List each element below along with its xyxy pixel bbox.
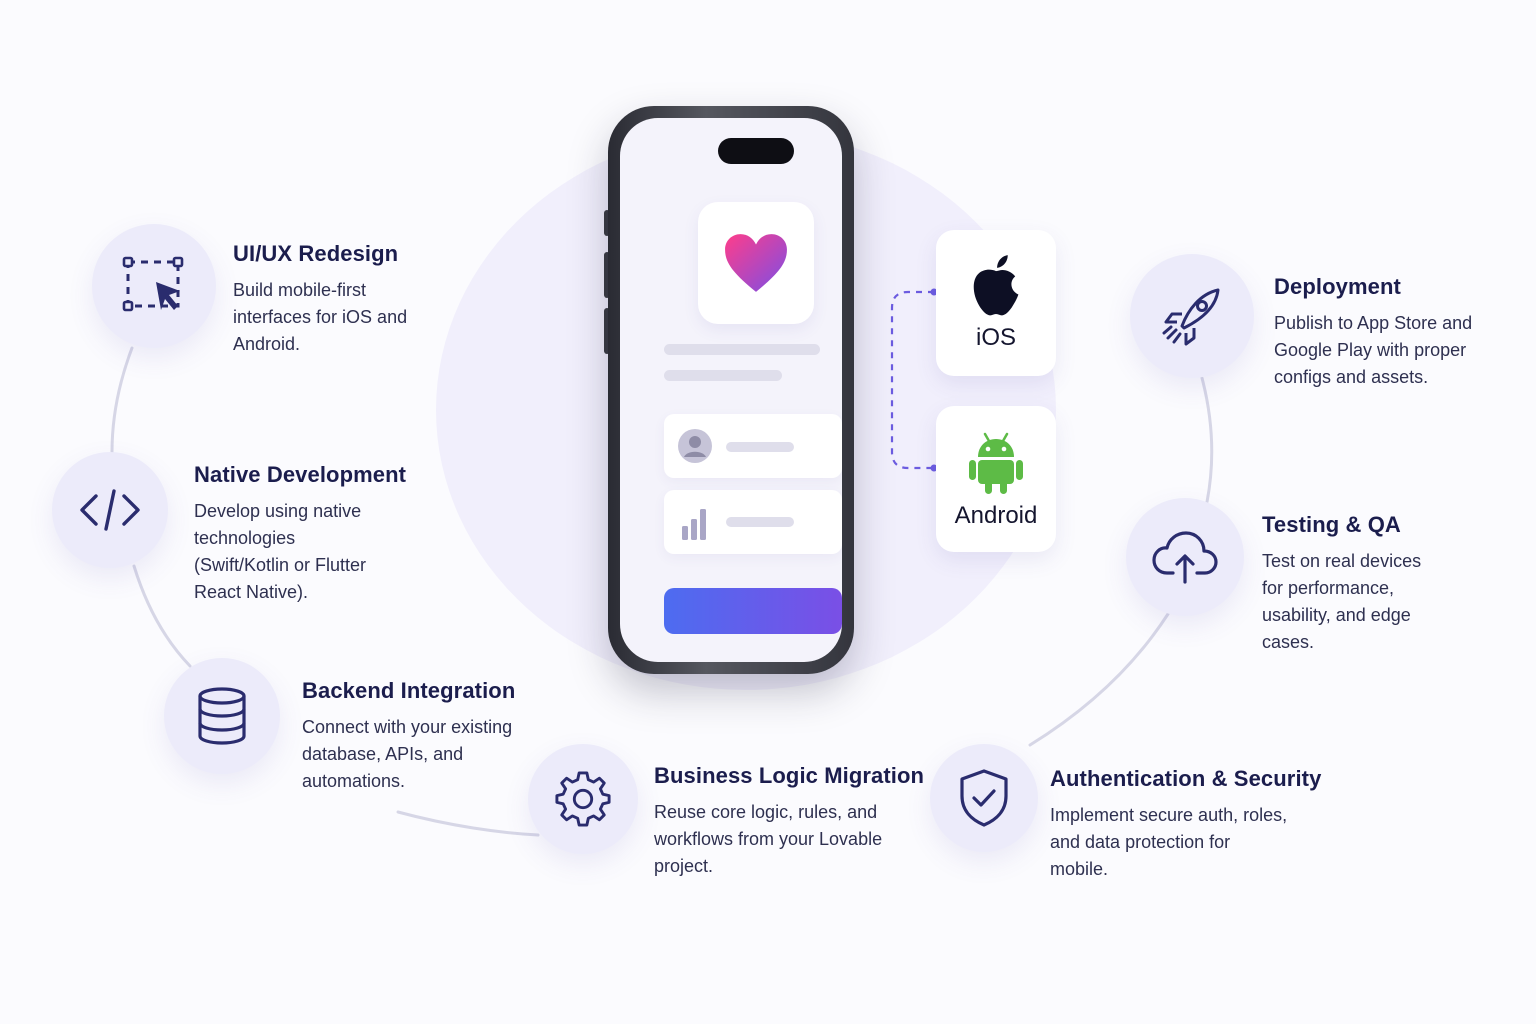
feature-title: Testing & QA [1262, 512, 1401, 537]
placeholder-line [726, 442, 794, 452]
placeholder-line [664, 344, 820, 355]
code-icon [80, 489, 140, 531]
feature-description: Test on real devices for performance, us… [1262, 551, 1422, 652]
gear-icon [555, 771, 611, 827]
platform-label: iOS [975, 324, 1016, 351]
shield-check-icon [960, 769, 1008, 827]
selection-cursor-icon [122, 256, 184, 312]
feature-title: Backend Integration [302, 678, 516, 703]
feature-testing: Testing & QA Test on real devices for pe… [1262, 512, 1482, 656]
feature-description: Implement secure auth, roles, and data p… [1050, 805, 1288, 879]
phone-screen [620, 118, 842, 662]
deployment-icon-circle [1130, 254, 1254, 378]
heart-icon [725, 234, 787, 292]
phone-side-button [604, 308, 610, 354]
cloud-upload-icon [1152, 531, 1218, 584]
feature-description: Develop using native technologies (Swift… [194, 501, 367, 602]
dynamic-island [718, 138, 794, 164]
user-avatar-icon [678, 429, 712, 463]
placeholder-line [726, 517, 794, 527]
platform-label: Android [954, 502, 1038, 529]
feature-description: Publish to App Store and Google Play wit… [1274, 313, 1473, 387]
phone-side-button [604, 210, 610, 236]
testing-icon-circle [1126, 498, 1244, 616]
feature-deployment: Deployment Publish to App Store and Goog… [1274, 274, 1494, 391]
platform-card-ios: iOS [936, 230, 1056, 376]
list-item [664, 414, 842, 478]
feature-title: Authentication & Security [1050, 766, 1322, 791]
feature-description: Build mobile-first interfaces for iOS an… [233, 280, 408, 354]
feature-ui-ux: UI/UX Redesign Build mobile-first interf… [233, 241, 473, 358]
native-icon-circle [52, 452, 168, 568]
feature-description: Reuse core logic, rules, and workflows f… [654, 802, 883, 876]
bar-chart-icon [682, 509, 706, 540]
android-icon [969, 432, 1023, 494]
placeholder-line [664, 370, 782, 381]
app-icon-card [698, 202, 814, 324]
feature-title: Native Development [194, 462, 407, 487]
feature-backend: Backend Integration Connect with your ex… [302, 678, 552, 795]
rocket-icon [1162, 288, 1220, 346]
phone-cta-button [664, 588, 842, 634]
backend-icon-circle [164, 658, 280, 774]
feature-title: Deployment [1274, 274, 1401, 299]
auth-icon-circle [930, 744, 1038, 852]
feature-description: Connect with your existing database, API… [302, 717, 513, 791]
ui-ux-icon-circle [92, 224, 216, 348]
feature-title: UI/UX Redesign [233, 241, 399, 266]
feature-native: Native Development Develop using native … [194, 462, 444, 606]
platform-card-android: Android [936, 406, 1056, 552]
database-icon [198, 687, 246, 745]
apple-icon [973, 255, 1019, 316]
feature-auth: Authentication & Security Implement secu… [1050, 766, 1340, 883]
feature-title: Business Logic Migration [654, 763, 925, 788]
business-logic-icon-circle [528, 744, 638, 854]
feature-business-logic: Business Logic Migration Reuse core logi… [654, 763, 934, 880]
list-item [664, 490, 842, 554]
phone-mockup [608, 106, 854, 674]
phone-side-button [604, 252, 610, 298]
